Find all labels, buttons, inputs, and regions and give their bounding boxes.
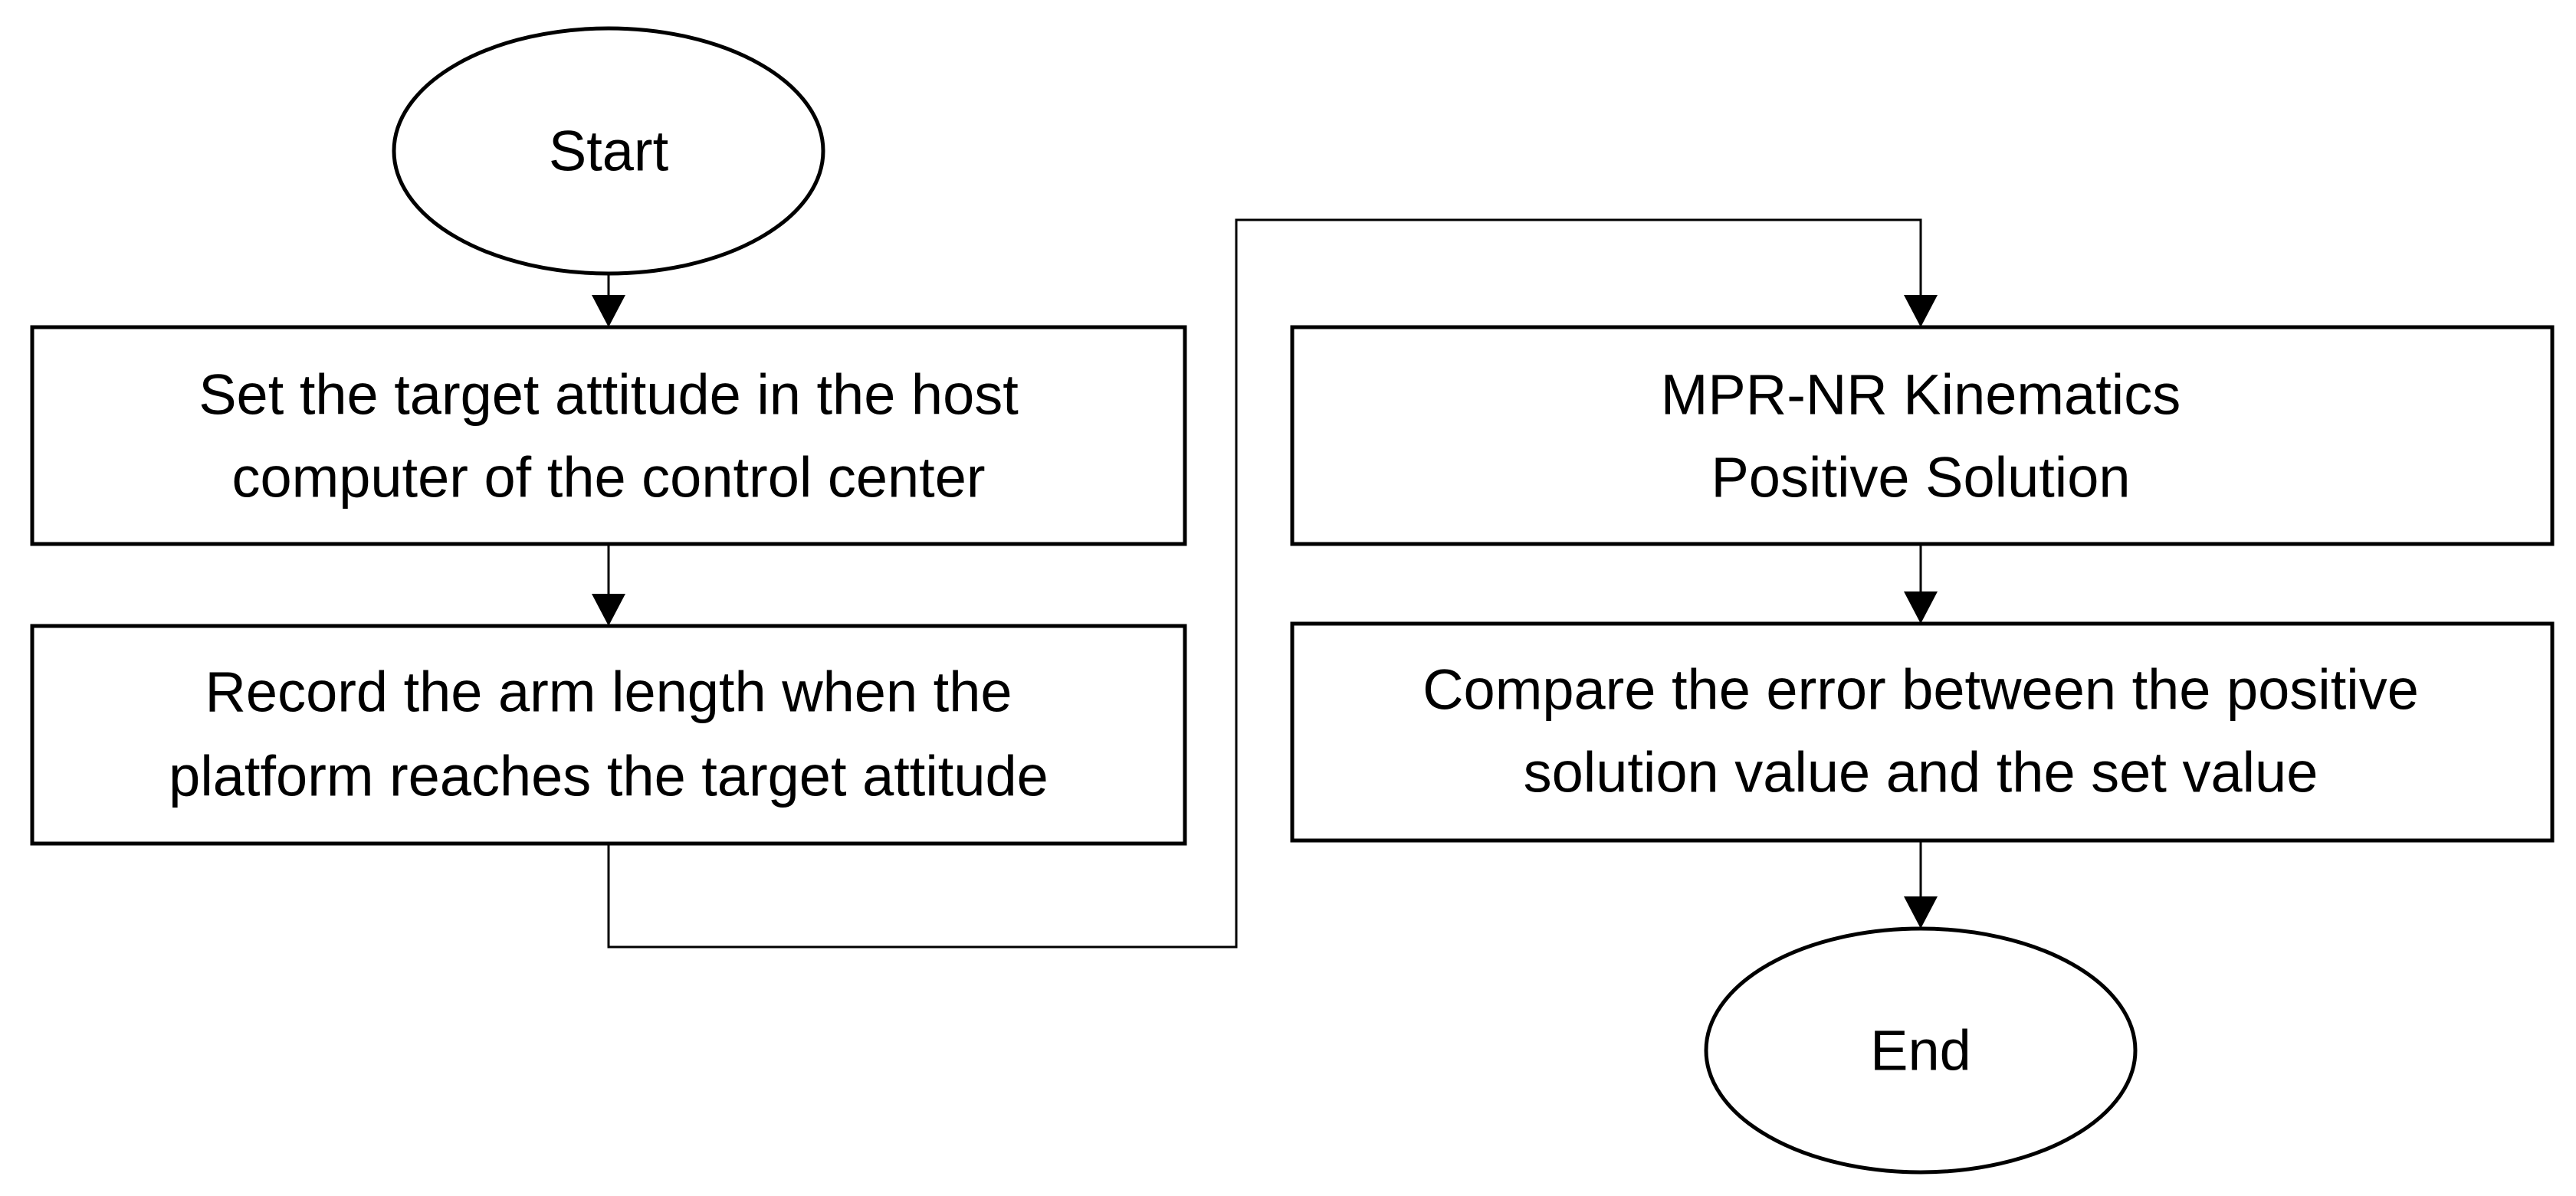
- record-arm-length-line1: Record the arm length when the: [205, 660, 1012, 724]
- record-arm-length-line2: platform reaches the target attitude: [169, 745, 1048, 808]
- kinematics-positive-solution-line2: Positive Solution: [1711, 446, 2130, 510]
- set-target-attitude-box: [30, 325, 1187, 546]
- kinematics-positive-solution-line1: MPR-NR Kinematics: [1661, 363, 2181, 427]
- start-label: Start: [549, 120, 669, 183]
- end-terminator: [1704, 926, 2138, 1175]
- arrowhead-record-arm: [592, 594, 625, 626]
- kinematics-positive-solution-box: [1290, 325, 2555, 546]
- record-arm-length-box: [30, 624, 1187, 846]
- set-target-attitude-line2: computer of the control center: [231, 446, 985, 510]
- set-target-attitude-line1: Set the target attitude in the host: [199, 363, 1019, 427]
- arrowhead-kinematics: [1904, 295, 1938, 327]
- compare-error-line1: Compare the error between the positive: [1423, 658, 2419, 722]
- arrowhead-compare: [1904, 591, 1938, 624]
- compare-error-box: [1290, 621, 2555, 843]
- end-label: End: [1870, 1019, 1971, 1083]
- arrowhead-set-target: [592, 295, 625, 327]
- start-terminator: [392, 26, 825, 276]
- compare-error-line2: solution value and the set value: [1524, 741, 2318, 804]
- connector-record-arm-to-kinematics: [607, 218, 1922, 949]
- arrowhead-end: [1904, 896, 1938, 929]
